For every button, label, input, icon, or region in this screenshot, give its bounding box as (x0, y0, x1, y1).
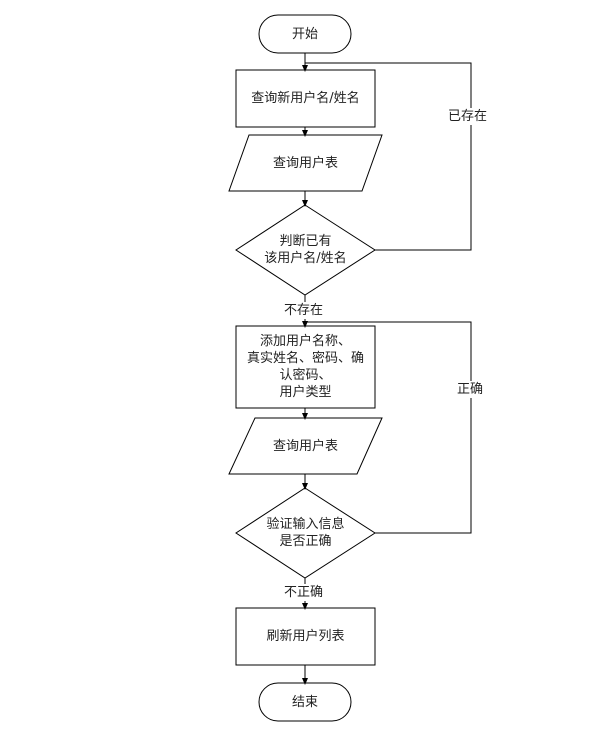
decision-valid-line-1: 验证输入信息 (266, 517, 345, 532)
refresh-process (235, 607, 376, 666)
add-user-label: 添加用户名称、 真实姓名、密码、确 认密码、 用户类型 (236, 326, 375, 408)
edge-label-incorrect: 不正确 (284, 584, 324, 601)
edge-exists-loop (305, 62, 472, 251)
end-label: 结束 (291, 694, 318, 710)
query-table-2-io (228, 417, 383, 475)
decision-exists-line-1: 判断已有 (279, 234, 332, 249)
query-table-2-label: 查询用户表 (272, 438, 338, 454)
add-user-line-1: 添加用户名称、 (259, 334, 351, 349)
edge-correct-loop (305, 321, 472, 534)
edge-label-not-exists: 不存在 (284, 302, 324, 319)
decision-valid-label: 验证输入信息 是否正确 (236, 508, 375, 558)
add-user-line-3: 认密码、 (279, 368, 332, 383)
query-table-1-label: 查询用户表 (272, 155, 338, 171)
query-new-label: 查询新用户名/姓名 (251, 91, 360, 106)
start-label: 开始 (291, 26, 318, 42)
edge-label-exists: 已存在 (448, 108, 488, 125)
refresh-label: 刷新用户列表 (266, 629, 345, 644)
query-new-process (235, 69, 376, 128)
decision-exists-line-2: 该用户名/姓名 (264, 251, 347, 266)
decision-exists-label: 判断已有 该用户名/姓名 (236, 225, 375, 275)
add-user-process (235, 325, 376, 409)
decision-valid-line-2: 是否正确 (279, 534, 332, 549)
add-user-line-4: 用户类型 (279, 385, 332, 400)
query-table-1-io (228, 134, 383, 192)
edge-label-correct: 正确 (457, 381, 484, 398)
add-user-line-2: 真实姓名、密码、确 (246, 351, 364, 366)
